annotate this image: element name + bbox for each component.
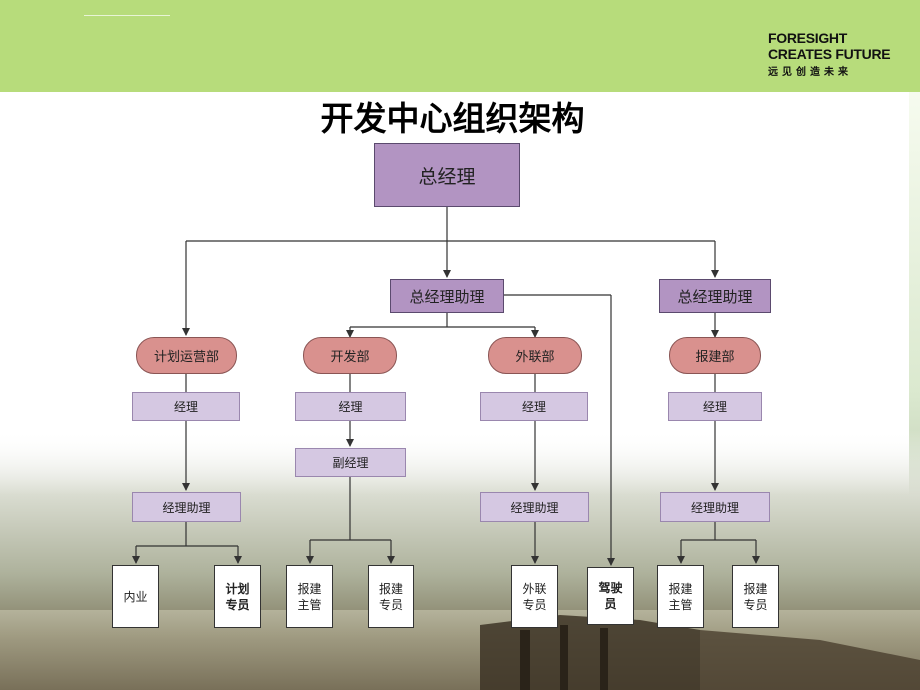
node-dept-plan-operations: 计划运营部 <box>136 337 237 374</box>
brand-line-2: CREATES FUTURE <box>768 46 891 62</box>
node-liaison-manager-assistant: 经理助理 <box>480 492 589 522</box>
leaf-liaison-specialist: 外联 专员 <box>511 565 558 628</box>
brand-line-3: 远见创造未来 <box>768 67 852 78</box>
node-gm-assistant-right: 总经理助理 <box>659 279 771 313</box>
node-gm-assistant-left: 总经理助理 <box>390 279 504 313</box>
node-permit-manager-assistant: 经理助理 <box>660 492 770 522</box>
leaf-permit-supervisor: 报建 主管 <box>657 565 704 628</box>
node-permit-manager: 经理 <box>668 392 762 421</box>
node-general-manager: 总经理 <box>374 143 520 207</box>
brand-line-1: FORESIGHT <box>768 30 847 46</box>
node-dev-manager: 经理 <box>295 392 406 421</box>
leaf-plan-specialist: 计划 专员 <box>214 565 261 628</box>
leaf-internal-affairs: 内业 <box>112 565 159 628</box>
node-plan-manager-assistant: 经理助理 <box>132 492 241 522</box>
node-plan-manager: 经理 <box>132 392 240 421</box>
header-decor-line <box>84 15 170 16</box>
leaf-dev-permit-specialist: 报建 专员 <box>368 565 414 628</box>
node-dept-development: 开发部 <box>303 337 397 374</box>
node-liaison-manager: 经理 <box>480 392 588 421</box>
node-dept-liaison: 外联部 <box>488 337 582 374</box>
right-decor-strip <box>909 92 920 690</box>
node-dev-deputy-manager: 副经理 <box>295 448 406 477</box>
leaf-permit-specialist: 报建 专员 <box>732 565 779 628</box>
node-dept-permit: 报建部 <box>669 337 761 374</box>
leaf-driver: 驾驶 员 <box>587 567 634 625</box>
brand-logo: FORESIGHT CREATES FUTURE 远见创造未来 <box>768 30 891 78</box>
page-title: 开发中心组织架构 <box>320 99 585 138</box>
leaf-dev-permit-supervisor: 报建 主管 <box>286 565 333 628</box>
